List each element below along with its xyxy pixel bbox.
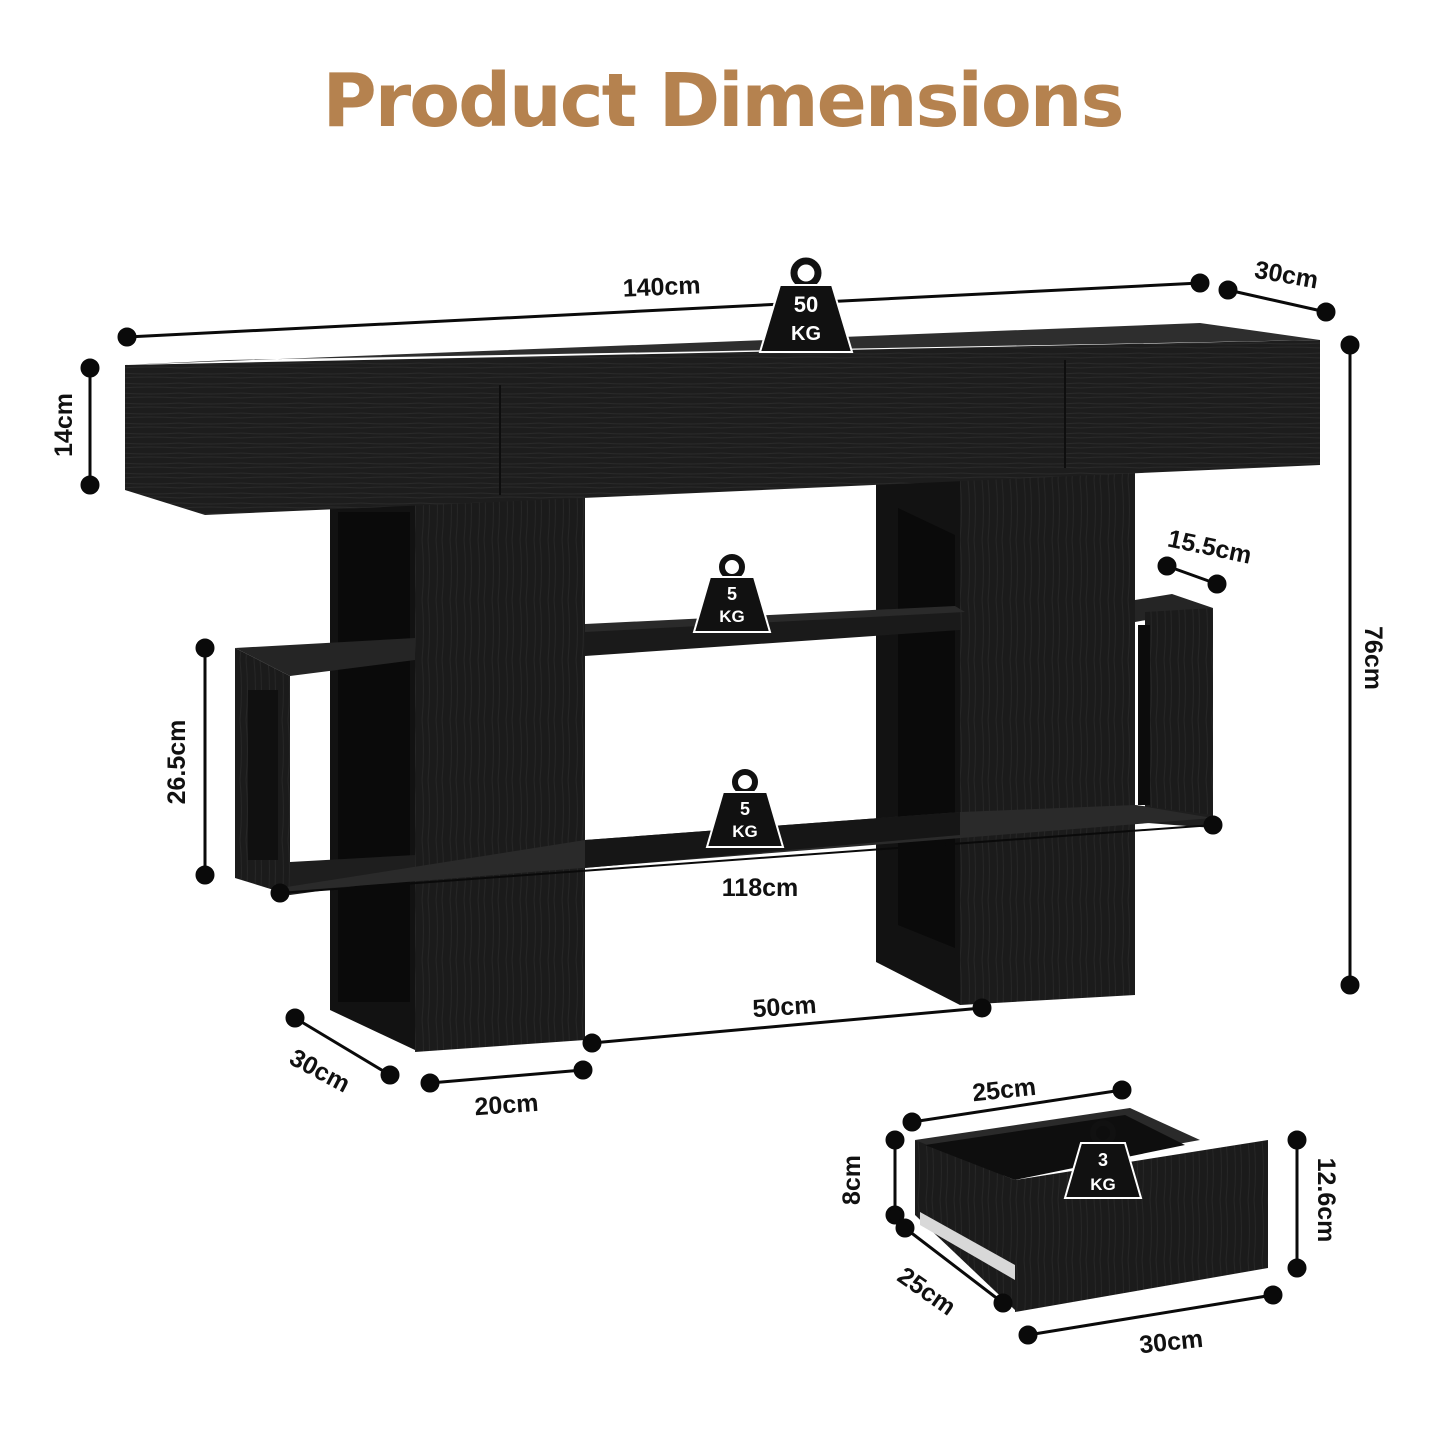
upper-shelf-top bbox=[585, 606, 965, 632]
label-total-width: 140cm bbox=[622, 271, 701, 302]
right-leg-inner bbox=[898, 508, 955, 948]
left-side-box-hole bbox=[248, 690, 278, 860]
label-drawer-inner-height: 8cm bbox=[838, 1155, 866, 1205]
label-side-shelf-height: 26.5cm bbox=[163, 720, 191, 805]
label-leg-depth: 30cm bbox=[285, 1044, 355, 1099]
left-leg-inner bbox=[338, 512, 410, 1002]
label-drawer-front-height: 12.6cm bbox=[1312, 1158, 1340, 1243]
dimension-lines bbox=[80, 273, 1360, 1345]
weight-badge-top: 50 KG bbox=[758, 257, 854, 353]
weight-drawer-value: 3 bbox=[1098, 1150, 1108, 1170]
label-leg-gap: 50cm bbox=[752, 991, 818, 1023]
right-side-box-front bbox=[1145, 608, 1213, 820]
right-leg-front bbox=[960, 468, 1135, 1005]
console-table bbox=[125, 323, 1320, 1052]
weight-lower-value: 5 bbox=[740, 799, 750, 819]
table-top-front bbox=[125, 340, 1320, 515]
drawer-side bbox=[915, 1140, 1015, 1310]
weight-drawer-unit: KG bbox=[1090, 1175, 1116, 1194]
weight-badge-upper-shelf: 5 KG bbox=[692, 554, 772, 633]
label-leg-width: 20cm bbox=[474, 1089, 540, 1121]
weight-icon bbox=[758, 284, 854, 353]
weight-lower-unit: KG bbox=[732, 822, 758, 841]
label-lower-shelf-width: 118cm bbox=[722, 874, 798, 902]
page-title: Product Dimensions bbox=[322, 58, 1125, 144]
weight-icon bbox=[705, 791, 785, 848]
label-top-height: 14cm bbox=[50, 393, 78, 457]
label-drawer-width-front: 30cm bbox=[1138, 1325, 1205, 1360]
weight-badge-drawer: 3 KG bbox=[1063, 1120, 1143, 1199]
weight-icon bbox=[692, 576, 772, 633]
drawer-rail bbox=[920, 1212, 1015, 1280]
weight-icon bbox=[1063, 1142, 1143, 1199]
table-top-surface bbox=[125, 323, 1320, 365]
drawer-inside bbox=[925, 1115, 1185, 1180]
label-top-depth: 30cm bbox=[1252, 256, 1320, 295]
label-drawer-depth: 25cm bbox=[892, 1262, 960, 1322]
weight-top-value: 50 bbox=[794, 292, 818, 317]
weight-upper-unit: KG bbox=[719, 607, 745, 626]
label-drawer-width-top: 25cm bbox=[971, 1073, 1038, 1108]
label-total-height: 76cm bbox=[1359, 626, 1387, 690]
label-side-shelf-depth: 15.5cm bbox=[1165, 525, 1254, 570]
left-side-box-back bbox=[235, 638, 415, 676]
weight-top-unit: KG bbox=[791, 323, 821, 345]
weight-upper-value: 5 bbox=[727, 584, 737, 604]
drawer bbox=[915, 1108, 1268, 1312]
left-leg-front bbox=[415, 493, 585, 1052]
upper-shelf bbox=[585, 612, 960, 656]
weight-badge-lower-shelf: 5 KG bbox=[705, 769, 785, 848]
right-side-box-hole bbox=[1138, 625, 1150, 805]
